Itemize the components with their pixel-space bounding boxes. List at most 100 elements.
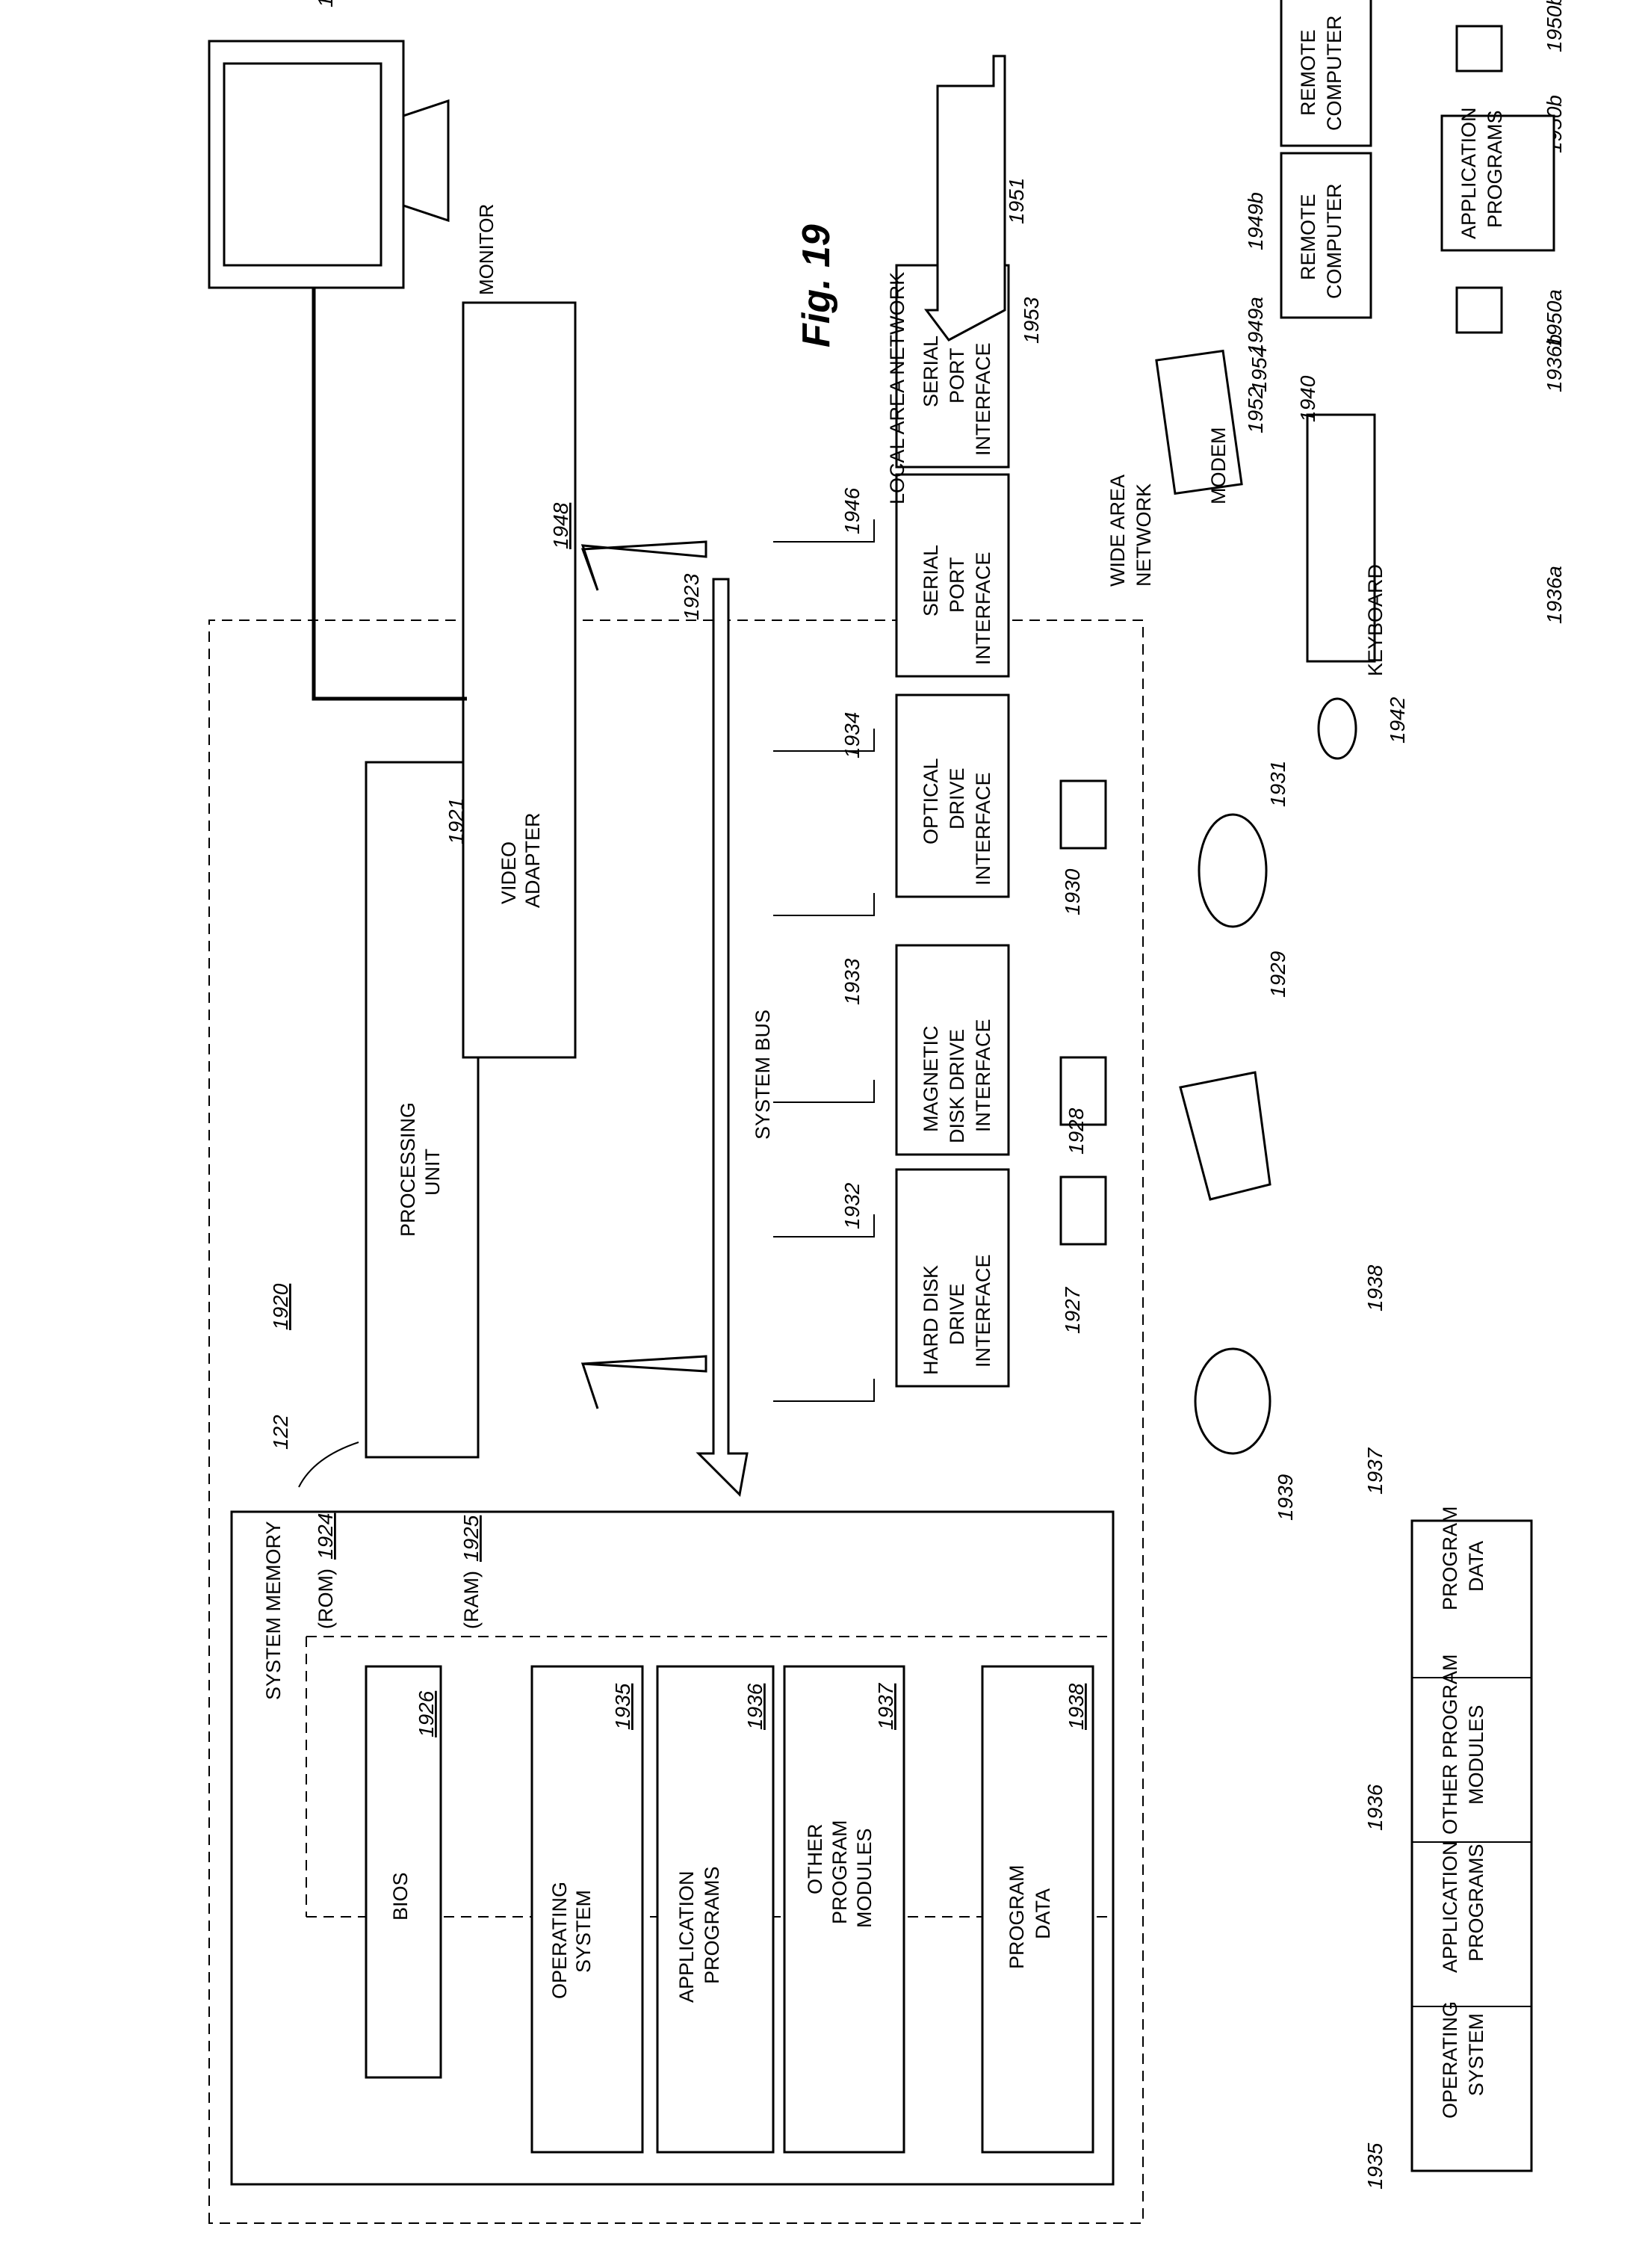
svg-text:MONITOR: MONITOR: [475, 204, 498, 295]
svg-text:DRIVE: DRIVE: [946, 767, 968, 829]
svg-text:1947: 1947: [314, 0, 337, 7]
svg-text:1942: 1942: [1386, 696, 1409, 744]
svg-text:HARD DISK: HARD DISK: [920, 1265, 942, 1375]
svg-text:OPERATING: OPERATING: [1439, 2001, 1461, 2119]
system-bus: SYSTEM BUS 1923: [583, 519, 874, 1495]
optical-drive-icon: 1930: [1061, 781, 1106, 915]
svg-text:PORT: PORT: [946, 347, 968, 404]
svg-text:INTERFACE: INTERFACE: [972, 772, 994, 886]
svg-text:(RAM): (RAM): [460, 1571, 483, 1629]
svg-text:BIOS: BIOS: [389, 1872, 412, 1921]
svg-text:(ROM): (ROM): [315, 1569, 337, 1629]
svg-text:1946: 1946: [840, 487, 864, 534]
figure-title: Fig. 19: [795, 224, 838, 347]
svg-text:1949a: 1949a: [1244, 297, 1267, 355]
svg-text:DATA: DATA: [1465, 1541, 1487, 1592]
svg-text:VIDEO: VIDEO: [498, 841, 520, 904]
hdd-interface: HARD DISK DRIVE INTERFACE 1932: [840, 1169, 1009, 1386]
svg-text:SYSTEM MEMORY: SYSTEM MEMORY: [262, 1521, 285, 1700]
svg-text:SERIAL: SERIAL: [920, 545, 942, 617]
svg-text:1937: 1937: [874, 1682, 897, 1730]
optical-disc-icon: 1931: [1199, 761, 1289, 927]
remote-computer-a: REMOTE COMPUTER 1949a: [1244, 153, 1371, 355]
optical-interface: OPTICAL DRIVE INTERFACE 1934: [840, 695, 1009, 897]
svg-text:COMPUTER: COMPUTER: [1323, 16, 1345, 132]
svg-text:SERIAL: SERIAL: [920, 336, 942, 407]
svg-text:APPLICATION: APPLICATION: [1458, 107, 1480, 239]
svg-text:MAGNETIC: MAGNETIC: [920, 1025, 942, 1132]
svg-text:1936b: 1936b: [1543, 334, 1566, 392]
svg-text:INTERFACE: INTERFACE: [972, 1254, 994, 1368]
software-stack: OPERATING SYSTEM 1935 APPLICATION PROGRA…: [1363, 1264, 1531, 2190]
svg-text:1932: 1932: [840, 1182, 864, 1229]
svg-text:SYSTEM BUS: SYSTEM BUS: [752, 1010, 774, 1140]
svg-text:1948: 1948: [549, 502, 572, 549]
monitor-icon: 1947 MONITOR: [209, 0, 498, 295]
svg-text:UNIT: UNIT: [421, 1149, 444, 1196]
svg-text:1933: 1933: [840, 958, 864, 1005]
svg-text:1936: 1936: [743, 1683, 766, 1730]
svg-text:PROCESSING: PROCESSING: [397, 1102, 419, 1237]
svg-text:PROGRAM: PROGRAM: [828, 1820, 851, 1924]
svg-text:NETWORK: NETWORK: [1133, 483, 1155, 587]
svg-text:WIDE AREA: WIDE AREA: [1106, 475, 1129, 587]
svg-text:DISK DRIVE: DISK DRIVE: [946, 1029, 968, 1143]
serial-port-interface: SERIAL PORT INTERFACE 1946: [840, 475, 1009, 676]
svg-text:122: 122: [269, 1415, 292, 1450]
svg-text:1931: 1931: [1266, 761, 1289, 807]
svg-text:1936a: 1936a: [1543, 566, 1566, 624]
processing-unit: PROCESSING UNIT 1921: [366, 762, 478, 1457]
hard-disk-drive-icon: 1927: [1061, 1177, 1106, 1334]
svg-text:PROGRAMS: PROGRAMS: [1484, 110, 1506, 228]
svg-text:1938: 1938: [1363, 1264, 1387, 1311]
svg-text:OPTICAL: OPTICAL: [920, 758, 942, 844]
hard-disk-icon: 1939: [1195, 1349, 1297, 1521]
floppy-disk-icon: 1929: [1180, 951, 1289, 1199]
svg-text:1937: 1937: [1363, 1447, 1387, 1495]
svg-text:1951: 1951: [1005, 178, 1028, 224]
svg-text:MODULES: MODULES: [1465, 1705, 1487, 1805]
svg-text:1930: 1930: [1061, 868, 1084, 915]
svg-text:1952: 1952: [1244, 386, 1267, 433]
svg-text:PROGRAM: PROGRAM: [1439, 1506, 1461, 1610]
svg-text:1949b: 1949b: [1244, 192, 1267, 250]
svg-text:1938: 1938: [1065, 1683, 1088, 1730]
svg-text:ADAPTER: ADAPTER: [521, 812, 544, 908]
svg-text:1939: 1939: [1274, 1474, 1297, 1521]
svg-text:INTERFACE: INTERFACE: [972, 551, 994, 665]
svg-text:1935: 1935: [1363, 2142, 1387, 2190]
svg-text:PORT: PORT: [946, 557, 968, 613]
svg-text:PROGRAM: PROGRAM: [1006, 1864, 1028, 1969]
magnetic-drive-icon: 1928: [1061, 1057, 1106, 1155]
svg-text:OTHER PROGRAM: OTHER PROGRAM: [1439, 1654, 1461, 1835]
svg-text:1936: 1936: [1363, 1784, 1387, 1831]
svg-text:1927: 1927: [1061, 1286, 1084, 1334]
svg-text:1935: 1935: [611, 1683, 634, 1730]
svg-text:REMOTE: REMOTE: [1297, 194, 1319, 280]
svg-text:1934: 1934: [840, 712, 864, 758]
svg-text:KEYBOARD: KEYBOARD: [1364, 564, 1387, 676]
svg-text:1950b: 1950b: [1543, 0, 1566, 52]
svg-text:1953: 1953: [1020, 297, 1043, 344]
svg-text:INTERFACE: INTERFACE: [972, 342, 994, 456]
svg-text:1929: 1929: [1266, 951, 1289, 998]
svg-text:SYSTEM: SYSTEM: [1465, 2013, 1487, 2096]
svg-text:OTHER: OTHER: [804, 1824, 826, 1895]
keyboard-icon: KEYBOARD 1940: [1296, 375, 1387, 676]
ref-computer: 1920: [269, 1283, 292, 1330]
svg-text:1940: 1940: [1296, 375, 1319, 422]
svg-text:MODEM: MODEM: [1207, 427, 1230, 505]
svg-text:INTERFACE: INTERFACE: [972, 1019, 994, 1132]
svg-text:1923: 1923: [680, 573, 703, 620]
magnetic-interface: MAGNETIC DISK DRIVE INTERFACE 1933: [840, 945, 1009, 1155]
svg-text:1924: 1924: [314, 1513, 337, 1560]
remote-apps: APPLICATION PROGRAMS 1936b 1936a: [1442, 107, 1566, 624]
svg-text:COMPUTER: COMPUTER: [1323, 184, 1345, 300]
svg-text:DATA: DATA: [1032, 1888, 1054, 1939]
svg-text:1928: 1928: [1065, 1107, 1088, 1155]
svg-text:PROGRAMS: PROGRAMS: [701, 1866, 723, 1984]
svg-text:DRIVE: DRIVE: [946, 1283, 968, 1345]
svg-text:LOCAL AREA NETWORK: LOCAL AREA NETWORK: [886, 272, 908, 504]
svg-text:APPLICATION: APPLICATION: [675, 1870, 698, 2003]
